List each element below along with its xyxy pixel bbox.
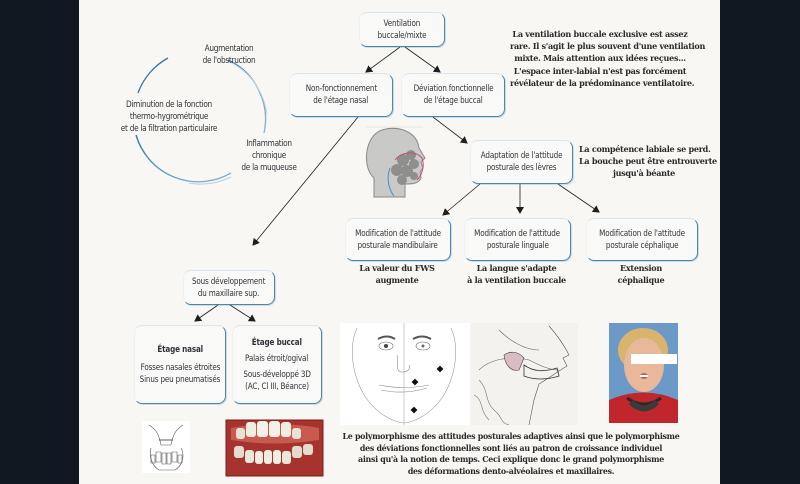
arrow-sousdev-to-buccal — [229, 304, 256, 322]
box-line: Sous-développé 3D — [243, 369, 311, 380]
box-label: de l'étage buccal — [423, 96, 483, 106]
box-label: du maxillaire sup. — [198, 288, 260, 299]
cycle-arc-left — [137, 57, 169, 94]
arrow-ventilation-to-nasal — [365, 46, 401, 73]
box-title: Étage buccal — [251, 337, 303, 348]
box-label: Modification de l'attitude — [355, 228, 441, 239]
maxilla-drawing — [142, 421, 190, 473]
box-adaptation-levres[interactable]: Adaptation de l'attitude posturale des l… — [470, 140, 573, 184]
box-label: posturale céphalique — [605, 240, 679, 251]
teeth-photo — [225, 419, 324, 477]
note-polymorphisme: Le polymorphisme des attitudes posturale… — [342, 432, 680, 477]
box-sous-developpement[interactable]: Sous développement du maxillaire sup. — [183, 270, 275, 305]
box-deviation-fonctionnelle[interactable]: Déviation fonctionnelle de l'étage bucca… — [401, 73, 505, 117]
box-label: Sous développement — [192, 276, 266, 287]
sagittal-section-drawing — [471, 323, 578, 426]
note-ventilation-exclusive: La ventilation buccale exclusive est ass… — [510, 29, 706, 88]
box-non-fonctionnement[interactable]: Non-fonctionnement de l'étage nasal — [289, 73, 393, 117]
box-etage-nasal[interactable]: Étage nasal Fosses nasales étroites Sinu… — [134, 325, 226, 404]
arrow-adaptation-to-cephalique — [557, 183, 600, 213]
box-ventilation-buccale[interactable]: Ventilation buccale/mixte — [359, 12, 445, 47]
box-line: Sinus peu pneumatisés — [139, 374, 221, 385]
box-label: posturale mandibulaire — [357, 240, 439, 251]
note-competence-labiale: La compétence labiale se perd.La bouche … — [579, 144, 717, 179]
box-line: (AC, Cl III, Béance) — [245, 381, 309, 392]
arrow-adaptation-to-mandibulaire — [442, 183, 481, 216]
box-title: Étage nasal — [157, 344, 203, 355]
box-etage-buccal[interactable]: Étage buccal Palais étroit/ogival Sous-d… — [232, 325, 322, 404]
box-line: Fosses nasales étroites — [140, 362, 220, 373]
box-label: Ventilation — [383, 18, 421, 29]
privacy-bar — [631, 354, 677, 364]
head-profile-illustration — [365, 126, 426, 198]
box-posturale-cephalique[interactable]: Modification de l'attitude posturale cép… — [586, 218, 698, 261]
box-label: posturale des lèvres — [486, 163, 557, 173]
box-posturale-linguale[interactable]: Modification de l'attitude posturale lin… — [464, 218, 571, 261]
box-label: Déviation fonctionnelle — [413, 84, 493, 94]
box-posturale-mandibulaire[interactable]: Modification de l'attitude posturale man… — [345, 218, 451, 261]
child-photo — [609, 323, 678, 423]
arrow-ventilation-to-buccal — [404, 46, 441, 73]
cycle-arc-bottom — [135, 134, 232, 183]
box-label: Modification de l'attitude — [599, 228, 685, 239]
box-label: Non-fonctionnement — [305, 84, 377, 94]
box-label: posturale linguale — [486, 240, 549, 251]
arrow-sousdev-to-nasal — [194, 304, 219, 322]
box-label: Modification de l'attitude — [474, 228, 561, 239]
connector-layer — [135, 46, 678, 477]
box-label: Adaptation de l'attitude — [480, 151, 563, 161]
arrow-buccal-to-adaptation — [432, 116, 468, 144]
box-label: de l'étage nasal — [313, 96, 369, 106]
face-front-drawing — [340, 323, 470, 425]
box-line: Palais étroit/ogival — [245, 353, 309, 364]
box-label: buccale/mixte — [377, 30, 427, 41]
arrow-nasal-to-sousdev — [252, 116, 359, 246]
